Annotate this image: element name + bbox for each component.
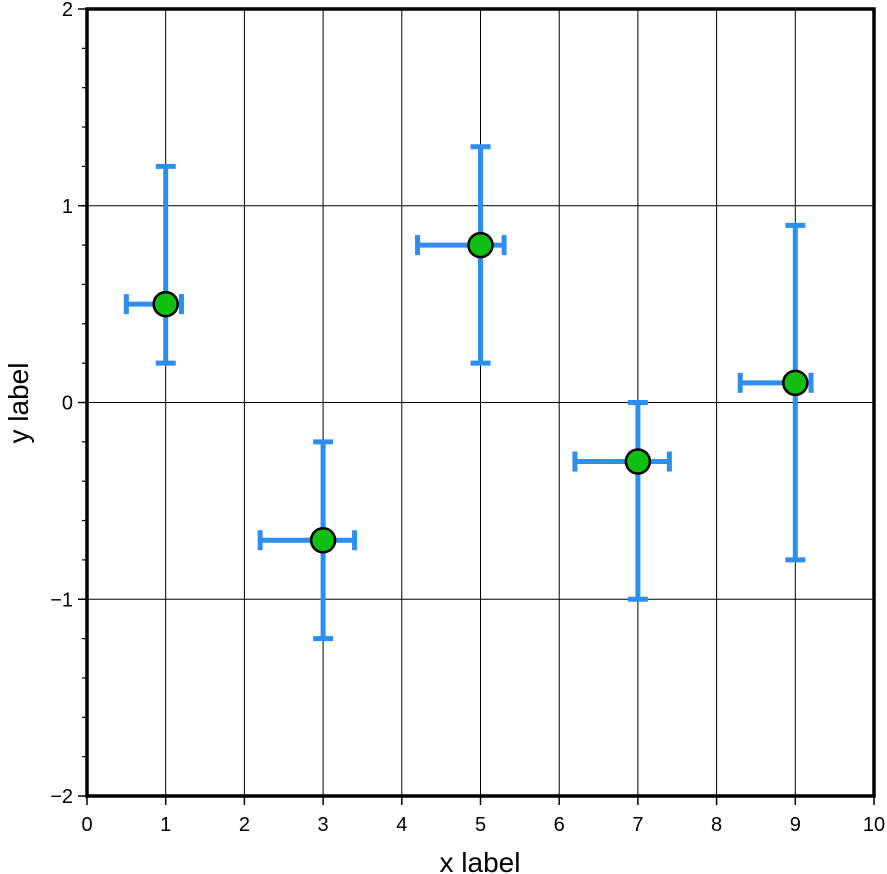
- data-point: [467, 231, 494, 259]
- x-tick-label: 9: [790, 814, 801, 836]
- x-tick-label: 8: [711, 814, 722, 836]
- y-tick-label: 2: [62, 0, 73, 21]
- x-tick-label: 10: [863, 814, 885, 836]
- y-tick-label: 1: [62, 196, 73, 218]
- x-tick-label: 5: [475, 814, 486, 836]
- x-tick-label: 2: [239, 814, 250, 836]
- y-tick-label: −2: [50, 786, 73, 808]
- x-tick-label: 6: [554, 814, 565, 836]
- y-tick-label: −1: [50, 589, 73, 611]
- data-point: [309, 526, 337, 554]
- x-tick-label: 1: [160, 814, 171, 836]
- x-tick-label: 3: [318, 814, 329, 836]
- y-axis-label: y label: [3, 363, 34, 444]
- x-tick-label: 0: [81, 814, 92, 836]
- data-point: [624, 448, 652, 475]
- grid-lines: [87, 9, 874, 796]
- x-axis-label: x label: [440, 847, 521, 874]
- data-markers: [152, 231, 809, 554]
- data-point: [152, 290, 179, 318]
- data-point: [782, 369, 809, 397]
- error-bars: [123, 144, 814, 642]
- axis-ticks: 0 1 2 3 4 5 6 7 8 9 10 −2 −1 0 1 2: [50, 0, 885, 836]
- y-tick-label: 0: [62, 393, 73, 415]
- x-tick-label: 4: [396, 814, 407, 836]
- x-tick-label: 7: [632, 814, 643, 836]
